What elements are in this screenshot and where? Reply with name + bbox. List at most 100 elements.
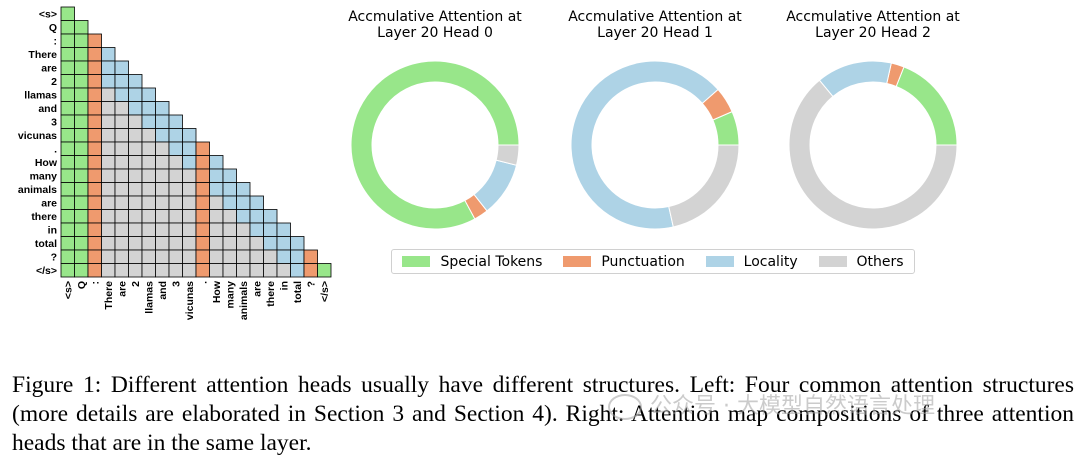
matrix-cell <box>114 168 129 183</box>
matrix-cell <box>155 263 170 278</box>
matrix-cell <box>222 263 237 278</box>
matrix-cell <box>101 263 116 278</box>
matrix-cell <box>114 141 129 156</box>
matrix-cell <box>60 141 75 156</box>
matrix-cell <box>182 168 197 183</box>
matrix-cell <box>209 182 224 197</box>
matrix-cell <box>87 222 102 237</box>
matrix-cell <box>60 60 75 75</box>
matrix-cell <box>87 60 102 75</box>
row-label: there <box>31 211 57 223</box>
legend-item: Locality <box>705 254 798 270</box>
matrix-cell <box>128 222 143 237</box>
matrix-cell <box>141 209 156 224</box>
matrix-cell <box>74 47 89 62</box>
matrix-cell <box>141 222 156 237</box>
matrix-cell <box>155 182 170 197</box>
matrix-cell <box>195 182 210 197</box>
col-label: many <box>224 281 236 309</box>
matrix-cell <box>303 263 318 278</box>
legend-item: Others <box>818 253 904 270</box>
matrix-cell <box>182 155 197 170</box>
matrix-cell <box>141 182 156 197</box>
row-label: llamas <box>24 89 57 101</box>
row-label: Q <box>49 22 57 34</box>
legend-swatch <box>705 256 734 267</box>
matrix-cell <box>236 249 251 264</box>
matrix-cell <box>114 209 129 224</box>
matrix-cell <box>182 222 197 237</box>
matrix-cell <box>168 168 183 183</box>
col-label: total <box>292 281 304 303</box>
matrix-cell <box>141 87 156 102</box>
matrix-cell <box>87 33 102 48</box>
matrix-cell <box>155 128 170 143</box>
matrix-cell <box>195 195 210 210</box>
matrix-cell <box>87 249 102 264</box>
matrix-cell <box>60 168 75 183</box>
matrix-cell <box>87 128 102 143</box>
matrix-cell <box>101 168 116 183</box>
matrix-cell <box>141 101 156 116</box>
row-label: vicunas <box>18 130 57 142</box>
row-label: many <box>30 170 58 182</box>
matrix-cell <box>182 209 197 224</box>
matrix-cell <box>209 222 224 237</box>
donut-slice-locality <box>570 60 719 230</box>
matrix-cell <box>114 222 129 237</box>
matrix-cell <box>249 236 264 251</box>
matrix-cell <box>128 209 143 224</box>
donut-slice-special <box>350 60 520 230</box>
matrix-cell <box>60 101 75 116</box>
chart-title-line: Layer 20 Head 0 <box>377 25 493 41</box>
matrix-cell <box>74 128 89 143</box>
matrix-cell <box>168 128 183 143</box>
donut-slice-locality <box>818 60 892 98</box>
matrix-cell <box>114 263 129 278</box>
matrix-cell <box>74 114 89 129</box>
matrix-cell <box>209 236 224 251</box>
matrix-cell <box>155 101 170 116</box>
matrix-cell <box>276 236 291 251</box>
matrix-cell <box>101 128 116 143</box>
matrix-cell <box>317 263 332 278</box>
matrix-cell <box>128 155 143 170</box>
matrix-cell <box>141 114 156 129</box>
col-label: there <box>265 281 277 307</box>
matrix-cell <box>141 249 156 264</box>
matrix-cell <box>168 263 183 278</box>
row-label: in <box>48 224 57 236</box>
matrix-cell <box>60 236 75 251</box>
matrix-cell <box>222 209 237 224</box>
col-label: . <box>197 281 209 284</box>
col-label: animals <box>238 281 250 320</box>
matrix-cell <box>74 249 89 264</box>
matrix-cell <box>155 209 170 224</box>
legend-label: Punctuation <box>601 253 685 270</box>
matrix-cell <box>128 114 143 129</box>
matrix-cell <box>60 33 75 48</box>
row-label: . <box>54 143 57 155</box>
matrix-cell <box>87 195 102 210</box>
matrix-cell <box>87 141 102 156</box>
matrix-cell <box>195 263 210 278</box>
col-label: There <box>103 281 115 310</box>
matrix-cell <box>195 155 210 170</box>
matrix-cell <box>209 195 224 210</box>
matrix-cell <box>263 249 278 264</box>
row-label: <s> <box>39 8 57 20</box>
matrix-cell <box>74 222 89 237</box>
col-label: are <box>251 281 263 297</box>
matrix-cell <box>263 236 278 251</box>
legend-label: Others <box>856 253 904 270</box>
matrix-cell <box>209 249 224 264</box>
matrix-cell <box>236 195 251 210</box>
matrix-cell <box>74 182 89 197</box>
chart-title-line: Layer 20 Head 1 <box>597 25 713 41</box>
matrix-cell <box>74 155 89 170</box>
matrix-cell <box>195 249 210 264</box>
matrix-cell <box>87 74 102 89</box>
